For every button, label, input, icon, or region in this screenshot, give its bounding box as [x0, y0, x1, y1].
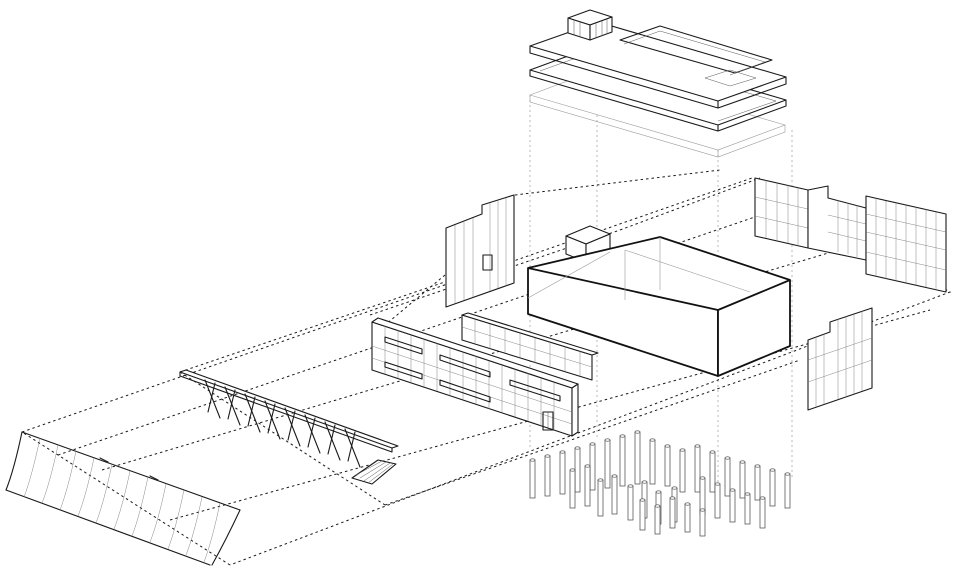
pile-column [714, 482, 721, 519]
pile-column [604, 438, 611, 489]
pile-column [529, 458, 536, 499]
pile-column [754, 464, 761, 501]
pile-column [679, 448, 686, 493]
pile-column [769, 468, 776, 507]
pile-column [784, 472, 791, 509]
upper-facade-panels [445, 177, 947, 411]
column-pile-field [529, 430, 791, 537]
central-volume [527, 225, 791, 377]
pile-column [759, 496, 766, 529]
curved-screen [5, 431, 241, 566]
pile-column [724, 456, 731, 497]
pile-column [569, 468, 576, 509]
pile-column [574, 446, 581, 493]
pile-column [654, 504, 661, 535]
pile-column [597, 478, 604, 517]
pile-column [699, 476, 706, 515]
pile-column [669, 496, 676, 529]
pile-column [649, 438, 656, 485]
canopy-truss [179, 369, 399, 485]
pile-column [639, 498, 646, 531]
pile-column [744, 492, 751, 525]
pile-column [627, 484, 634, 521]
pile-column [544, 454, 551, 497]
pile-column [739, 460, 746, 499]
pile-column [664, 444, 671, 487]
pile-column [619, 434, 626, 487]
pile-column [559, 450, 566, 495]
pile-column [589, 442, 596, 491]
pile-column [694, 444, 701, 493]
pile-column [634, 430, 641, 485]
pile-column [684, 502, 691, 533]
pile-column [584, 464, 591, 507]
pile-column [699, 508, 706, 537]
pile-column [709, 450, 716, 493]
roof-slabs [529, 21, 787, 158]
front-facade-panels [371, 312, 599, 437]
rooftop-box [567, 9, 613, 41]
pile-column [611, 474, 618, 515]
pile-column [729, 488, 736, 523]
